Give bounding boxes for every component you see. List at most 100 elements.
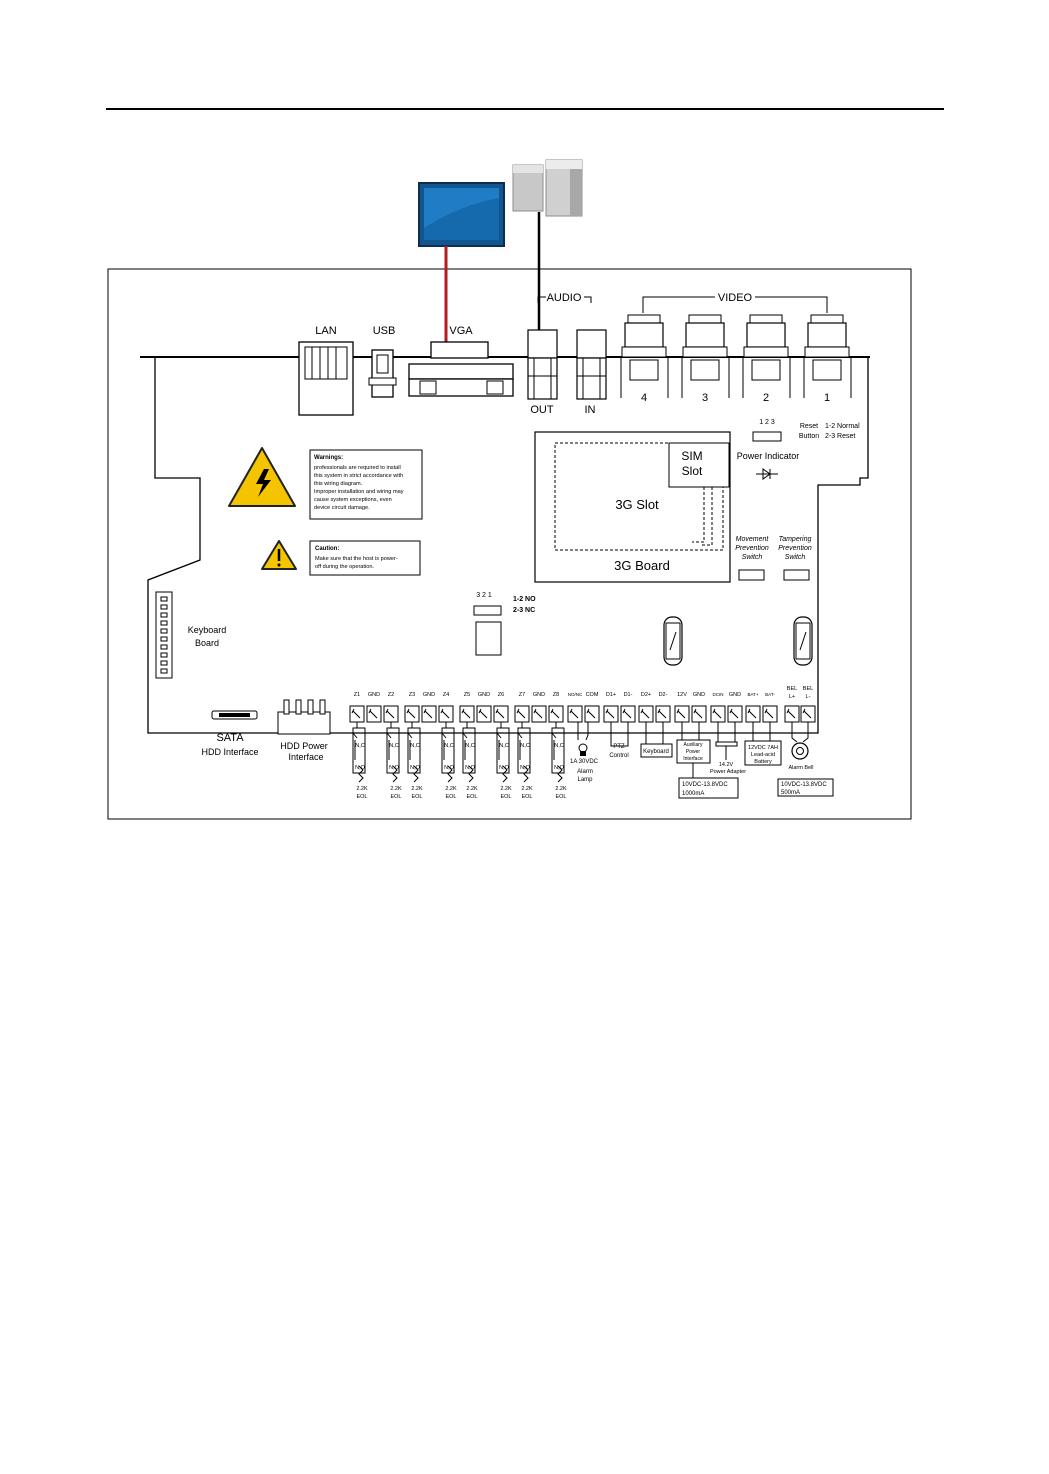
- audio-label: AUDIO: [547, 292, 582, 304]
- zone-nc-label: N,C: [355, 743, 365, 749]
- main-board-outline: [147, 356, 869, 734]
- bell-spec-label-2: 500mA: [781, 790, 800, 796]
- zone-eol-label: EOL: [390, 794, 401, 800]
- terminal-d1-: D1+: [603, 692, 619, 723]
- terminal-gnd: GND: [366, 692, 382, 723]
- relay-pins-label: 3 2 1: [476, 592, 492, 599]
- 3g-slot-outline: [554, 442, 724, 551]
- terminal-label: GND: [368, 692, 380, 698]
- video-ch4-label: 4: [641, 392, 647, 404]
- hdd-power-connector: [277, 699, 331, 735]
- relay-no-label: 1-2 NO: [513, 596, 536, 603]
- warnings-box: [309, 449, 423, 520]
- terminal-label: Z7: [519, 692, 525, 698]
- battery-box: [744, 740, 782, 766]
- diagram-frame: [107, 268, 912, 820]
- aux-spec-label: 10VDC-13.8VDC: [682, 782, 728, 788]
- zone-no-label: N,O: [355, 765, 366, 771]
- terminal-gnd: GND: [691, 692, 707, 723]
- bnc-video-4: [620, 314, 669, 398]
- warnings-line: cause system exceptions, even: [314, 497, 392, 503]
- warnings-line: Improper installation and wiring may: [314, 489, 404, 495]
- zone-eol-label: EOL: [445, 794, 456, 800]
- alarm-lamp-label: 1A 30VDC: [570, 759, 599, 765]
- warnings-line: this system in strict accordance with: [314, 473, 403, 479]
- zone-nc-label: N,C: [444, 743, 454, 749]
- zone-eol-label: 2.2K: [411, 786, 423, 792]
- aux-power-label-3: Interface: [683, 756, 703, 762]
- terminal-no-nc: NO/NC: [567, 692, 583, 723]
- fuse-left: [663, 616, 683, 666]
- bell-spec-label: 10VDC-13.8VDC: [781, 782, 827, 788]
- terminal-d1-: D1-: [620, 692, 636, 723]
- power-adapter-icon: [715, 741, 738, 760]
- terminal-d2-: D2+: [638, 692, 654, 723]
- audio-bracket: [537, 296, 592, 303]
- aux-spec-box: [678, 777, 739, 799]
- zone-eol-label: 2.2K: [445, 786, 457, 792]
- terminal-z7: Z7: [514, 692, 530, 723]
- sim-slot-label-2: Slot: [682, 464, 703, 478]
- terminal-gnd: GND: [531, 692, 547, 723]
- power-led-icon: [756, 468, 778, 480]
- ptz-label: PTZ: [613, 744, 625, 750]
- terminal-label: BAT-: [765, 692, 775, 697]
- relay-block: [475, 621, 502, 656]
- warnings-line: device circuit damage.: [314, 505, 370, 511]
- reset-normal-label: 1-2 Normal: [825, 423, 860, 430]
- movement-switch-label-3: Switch: [742, 554, 763, 561]
- speaker-icon: [512, 159, 583, 217]
- movement-switch-label: Movement: [736, 536, 770, 543]
- power-adapter-label: 14.2V: [719, 762, 734, 768]
- terminal-label: D2-: [659, 692, 668, 698]
- reset-button-label-2: Button: [799, 433, 819, 440]
- terminal-label: Z8: [553, 692, 559, 698]
- warning-triangle-icon: [228, 447, 296, 507]
- reset-jumper: [752, 431, 782, 442]
- sata-label: SATA: [216, 732, 244, 744]
- alarm-lamp-icon: [577, 722, 589, 756]
- video-label: VIDEO: [718, 292, 753, 304]
- page-header-rule: [106, 108, 944, 110]
- warnings-line: professionals are required to install: [314, 465, 401, 471]
- keyboard-board-label: Keyboard: [188, 625, 227, 635]
- warnings-title: Warnings:: [314, 455, 343, 461]
- terminal-label: GND: [693, 692, 705, 698]
- terminal-label: Z1: [354, 692, 360, 698]
- audio-out-jack: [527, 329, 558, 400]
- caution-line: off during the operation.: [315, 564, 374, 570]
- terminal-z3: Z3: [404, 692, 420, 723]
- terminal-12v: 12V: [674, 692, 690, 723]
- sim-slot: [668, 442, 730, 488]
- monitor-icon: [418, 182, 505, 247]
- bnc-video-3: [681, 314, 730, 398]
- keyboard-board-connector: [155, 591, 173, 679]
- zone-eol-label: 2.2K: [521, 786, 533, 792]
- terminal-z1: Z1: [349, 692, 365, 723]
- power-indicator-label: Power Indicator: [737, 451, 800, 461]
- terminal-gnd: GND: [476, 692, 492, 723]
- bnc-video-1: [803, 314, 852, 398]
- terminal-label: BAT+: [747, 692, 758, 697]
- terminal-label: GND: [533, 692, 545, 698]
- zone-no-label: N,O: [554, 765, 565, 771]
- caution-title: Caution:: [315, 546, 339, 552]
- zone-no-label: N,O: [465, 765, 476, 771]
- terminal-label: L-: [806, 694, 811, 700]
- terminal-label: D2+: [641, 692, 651, 698]
- zone-loops: N,CN,O2.2KEOLN,CN,O2.2KEOLN,CN,O2.2KEOLN…: [352, 722, 567, 800]
- terminal-z6: Z6: [493, 692, 509, 723]
- video-ch2-label: 2: [763, 392, 769, 404]
- sim-slot-label: SIM: [681, 449, 702, 463]
- terminal-z4: Z4: [438, 692, 454, 723]
- zone-eol-label: 2.2K: [390, 786, 402, 792]
- hdd-power-label: HDD Power: [280, 741, 328, 751]
- caution-line: Make sure that the host is power-: [315, 556, 398, 562]
- zone-eol-label: 2.2K: [555, 786, 567, 792]
- reset-reset-label: 2-3 Reset: [825, 433, 855, 440]
